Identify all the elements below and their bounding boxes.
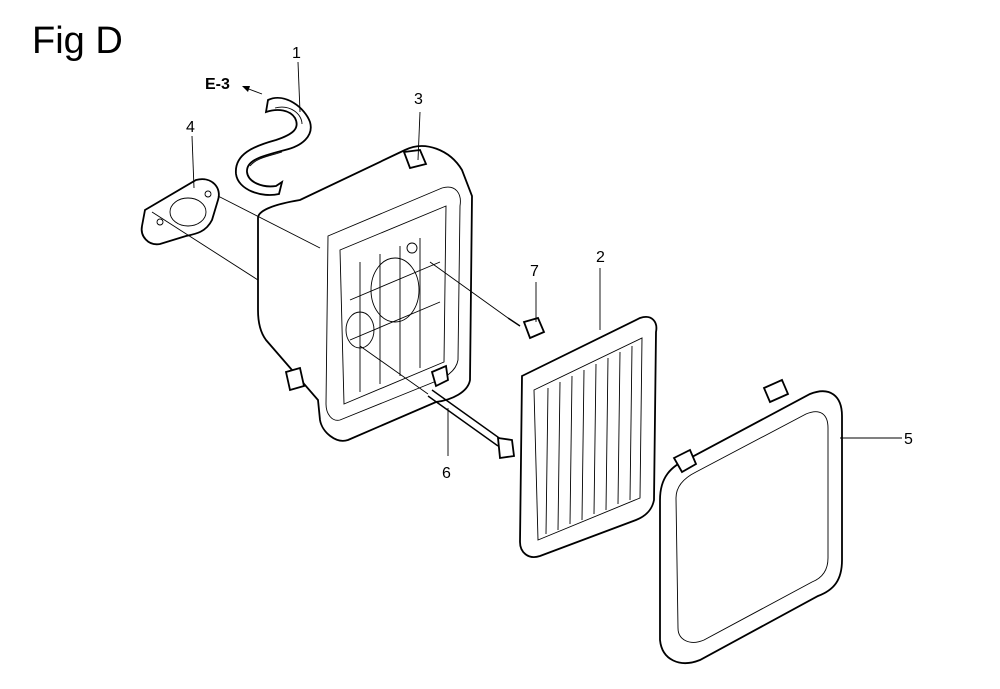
- callout-7: 7: [530, 263, 539, 280]
- callout-5: 5: [904, 431, 913, 448]
- long-bolt: [359, 345, 516, 460]
- short-bolt: [429, 261, 546, 340]
- callout-2: 2: [596, 249, 605, 266]
- reference-arrow: [242, 86, 263, 95]
- air-cleaner-case: [257, 145, 473, 442]
- gasket: [140, 178, 220, 246]
- callout-3: 3: [414, 91, 423, 108]
- air-cleaner-cover: [659, 378, 843, 664]
- leader-lines: [151, 61, 902, 456]
- callout-4: 4: [186, 119, 195, 136]
- figure-title: Fig D: [32, 20, 123, 62]
- breather-tube: [235, 97, 312, 196]
- reference-label: E-3: [205, 76, 230, 93]
- air-filter-element: [519, 316, 658, 558]
- callout-6: 6: [442, 465, 451, 482]
- callout-1: 1: [292, 45, 301, 62]
